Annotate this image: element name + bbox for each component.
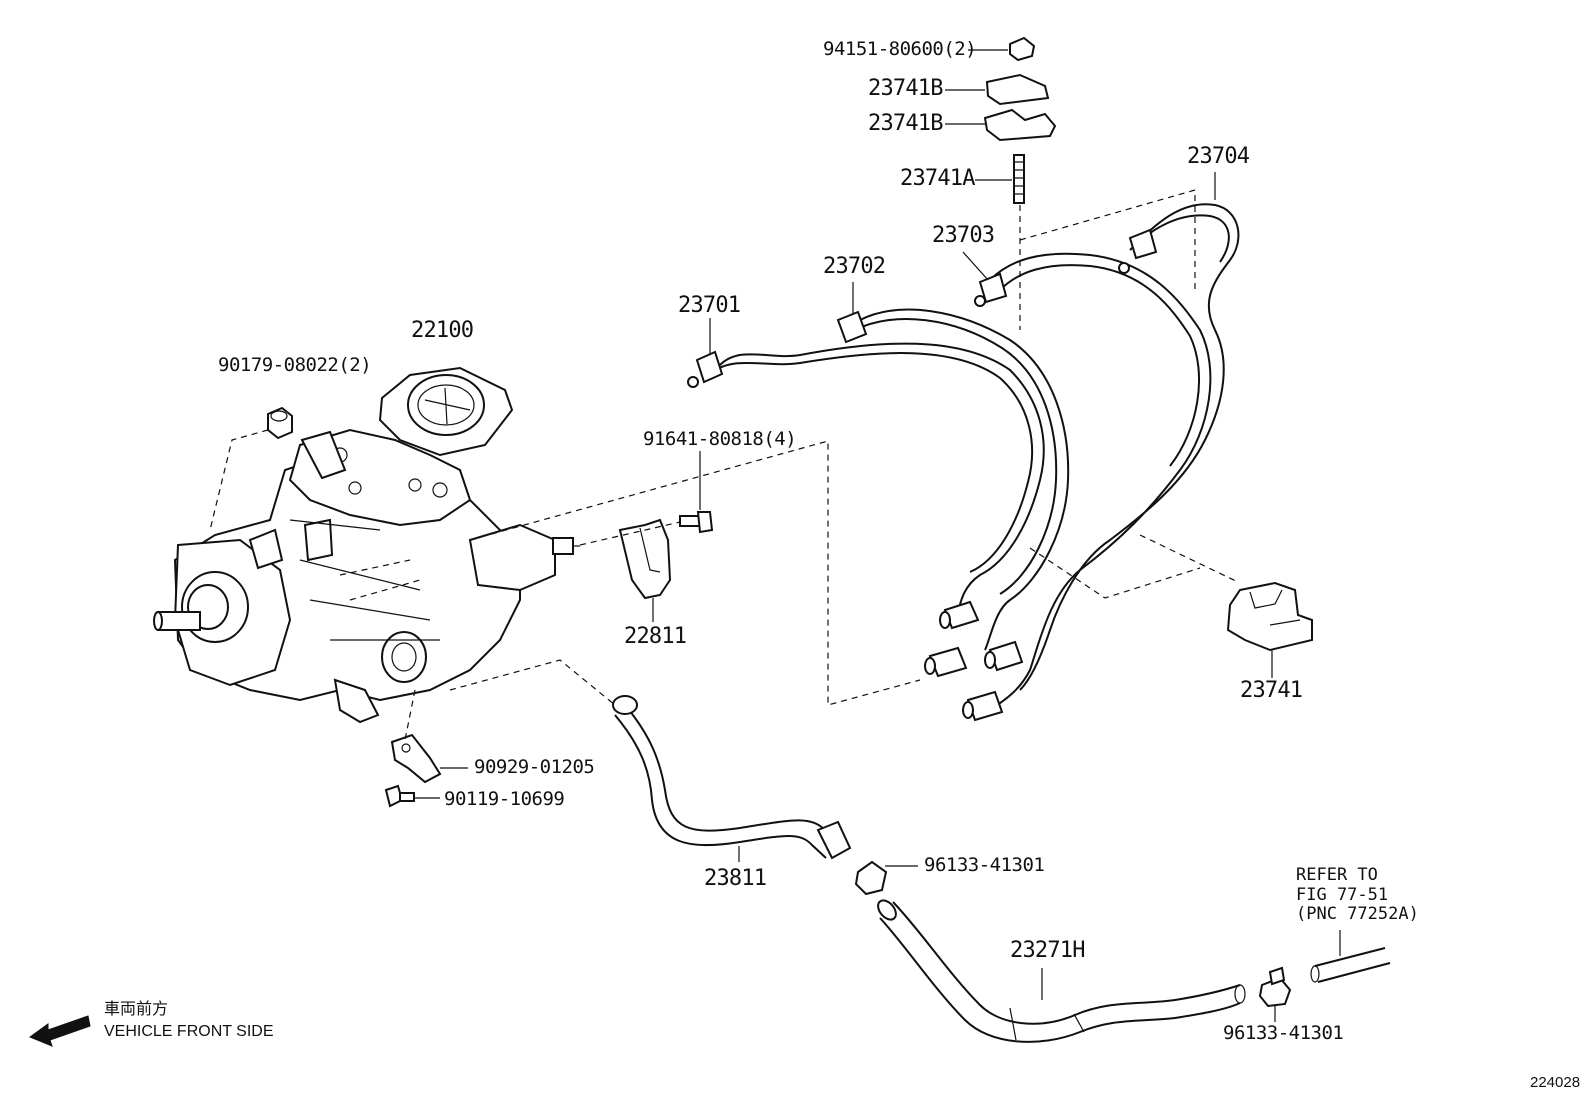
- part-label-23741b-bottom[interactable]: 23741B: [868, 111, 943, 136]
- part-label-23701[interactable]: 23701: [678, 293, 741, 318]
- clip-96133-a-drawing: [854, 860, 888, 896]
- part-label-23811[interactable]: 23811: [704, 866, 767, 891]
- bolt-90119-drawing: [384, 784, 415, 808]
- part-label-90179[interactable]: 90179-08022(2): [218, 354, 372, 376]
- fuel-return-pipe-drawing: [612, 695, 852, 860]
- part-label-96133-b[interactable]: 96133-41301: [1223, 1022, 1344, 1044]
- bolt-91641-drawing: [679, 511, 714, 534]
- diagram-id: 224028: [1530, 1074, 1581, 1091]
- front-arrow-icon: [28, 1015, 91, 1047]
- bracket-22811-drawing: [618, 518, 672, 600]
- front-direction-japanese: 車両前方: [104, 1001, 169, 1018]
- front-direction-label: 車両前方 VEHICLE FRONT SIDE: [104, 999, 274, 1042]
- refer-pipe-drawing: [1310, 947, 1391, 983]
- part-label-23703[interactable]: 23703: [932, 223, 995, 248]
- part-label-90929[interactable]: 90929-01205: [474, 756, 595, 778]
- part-label-23741b-top[interactable]: 23741B: [868, 76, 943, 101]
- part-label-23741a[interactable]: 23741A: [900, 166, 975, 191]
- clamp-90929-drawing: [390, 733, 442, 784]
- part-label-91641[interactable]: 91641-80818(4): [643, 428, 797, 450]
- front-direction-english: VEHICLE FRONT SIDE: [104, 1022, 274, 1040]
- part-label-23704[interactable]: 23704: [1187, 144, 1250, 169]
- part-label-94151[interactable]: 94151-80600(2): [823, 38, 977, 60]
- injection-pump-drawing: [153, 366, 580, 724]
- refer-note: REFER TO FIG 77-51 (PNC 77252A): [1296, 865, 1419, 925]
- clamp-stack-drawing: [983, 36, 1313, 652]
- part-label-23741[interactable]: 23741: [1240, 678, 1303, 703]
- refer-line-2: FIG 77-51: [1296, 884, 1389, 905]
- refer-line-3: (PNC 77252A): [1296, 904, 1419, 925]
- injection-pipes-drawing: [687, 203, 1240, 722]
- part-label-96133-a[interactable]: 96133-41301: [924, 854, 1045, 876]
- part-label-22811[interactable]: 22811: [624, 624, 687, 649]
- clip-96133-b-drawing: [1258, 966, 1292, 1008]
- part-label-22100[interactable]: 22100: [411, 318, 474, 343]
- part-label-23702[interactable]: 23702: [823, 254, 886, 279]
- hose-23271h-drawing: [877, 899, 1246, 1043]
- refer-line-1: REFER TO: [1296, 865, 1378, 885]
- part-label-90119[interactable]: 90119-10699: [444, 788, 565, 810]
- nut-90179-drawing: [267, 406, 293, 440]
- part-label-23271h[interactable]: 23271H: [1010, 938, 1085, 963]
